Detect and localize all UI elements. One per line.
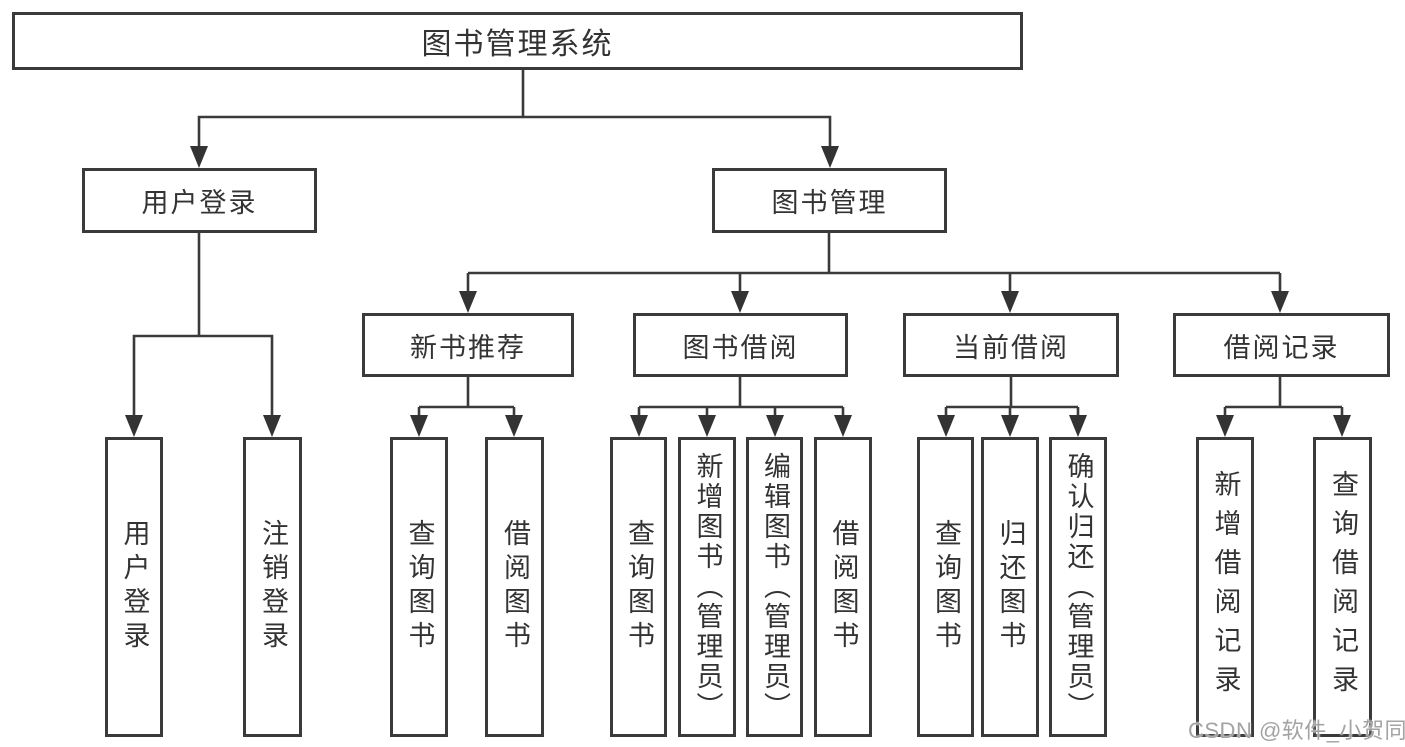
leaf-query-borrow-record: 查询借阅记录 (1313, 437, 1372, 737)
leaf-borrow-books-borrowing-label: 借阅图书 (828, 519, 859, 655)
node-new-book-recommendation-label: 新书推荐 (410, 332, 526, 363)
leaf-query-books-recommend-label: 查询图书 (404, 519, 435, 655)
leaf-borrow-books-recommend: 借阅图书 (485, 437, 544, 737)
node-current-borrowing-label: 当前借阅 (953, 332, 1069, 363)
leaf-query-borrow-record-label: 查询借阅记录 (1328, 470, 1358, 704)
edge-book-management-to-level3 (459, 233, 1289, 313)
leaf-query-books-current: 查询图书 (917, 437, 974, 737)
leaf-user-login-label: 用户登录 (119, 519, 150, 655)
node-user-login-label: 用户登录 (141, 188, 258, 218)
leaf-logout: 注销登录 (243, 437, 302, 737)
node-book-management: 图书管理 (712, 168, 947, 233)
node-user-login: 用户登录 (82, 168, 317, 233)
leaf-add-books-admin: 新增图书（管理员） (678, 437, 736, 737)
leaf-add-books-admin-label: 新增图书（管理员） (692, 452, 723, 722)
leaf-edit-books-admin-label: 编辑图书（管理员） (760, 452, 790, 722)
leaf-return-books-label: 归还图书 (995, 519, 1026, 655)
edge-borrow-records-to-leaves (1216, 377, 1351, 437)
leaf-return-books: 归还图书 (981, 437, 1039, 737)
csdn-watermark: CSDN @软件_小贺同学 (1188, 718, 1405, 743)
leaf-query-books-borrowing: 查询图书 (610, 437, 667, 737)
leaf-user-login: 用户登录 (105, 437, 163, 737)
edge-current-borrowing-to-leaves (937, 377, 1087, 437)
leaf-query-books-recommend: 查询图书 (390, 437, 448, 737)
leaf-borrow-books-recommend-label: 借阅图书 (500, 519, 530, 655)
node-borrow-records: 借阅记录 (1173, 313, 1390, 377)
node-book-borrowing-label: 图书借阅 (682, 332, 799, 363)
node-book-borrowing: 图书借阅 (633, 313, 848, 377)
leaf-edit-books-admin: 编辑图书（管理员） (746, 437, 803, 737)
leaf-confirm-return-admin: 确认归还（管理员） (1049, 437, 1107, 737)
node-borrow-records-label: 借阅记录 (1223, 332, 1340, 363)
edge-root-to-level2 (190, 70, 839, 168)
leaf-logout-label: 注销登录 (258, 519, 288, 655)
node-root-system-label: 图书管理系统 (421, 28, 614, 61)
leaf-add-borrow-record-label: 新增借阅记录 (1210, 470, 1241, 704)
leaf-confirm-return-admin-label: 确认归还（管理员） (1063, 452, 1094, 722)
leaf-query-books-current-label: 查询图书 (931, 519, 961, 655)
leaf-query-books-borrowing-label: 查询图书 (624, 519, 654, 655)
node-new-book-recommendation: 新书推荐 (362, 313, 574, 377)
leaf-add-borrow-record: 新增借阅记录 (1196, 437, 1254, 737)
node-book-management-label: 图书管理 (771, 188, 888, 218)
node-current-borrowing: 当前借阅 (903, 313, 1119, 377)
leaf-borrow-books-borrowing: 借阅图书 (814, 437, 872, 737)
edge-new-book-recommendation-to-leaves (410, 377, 523, 437)
edge-user-login-to-leaves (125, 233, 281, 437)
edge-book-borrowing-to-leaves (630, 377, 852, 437)
node-root-system: 图书管理系统 (12, 12, 1023, 70)
